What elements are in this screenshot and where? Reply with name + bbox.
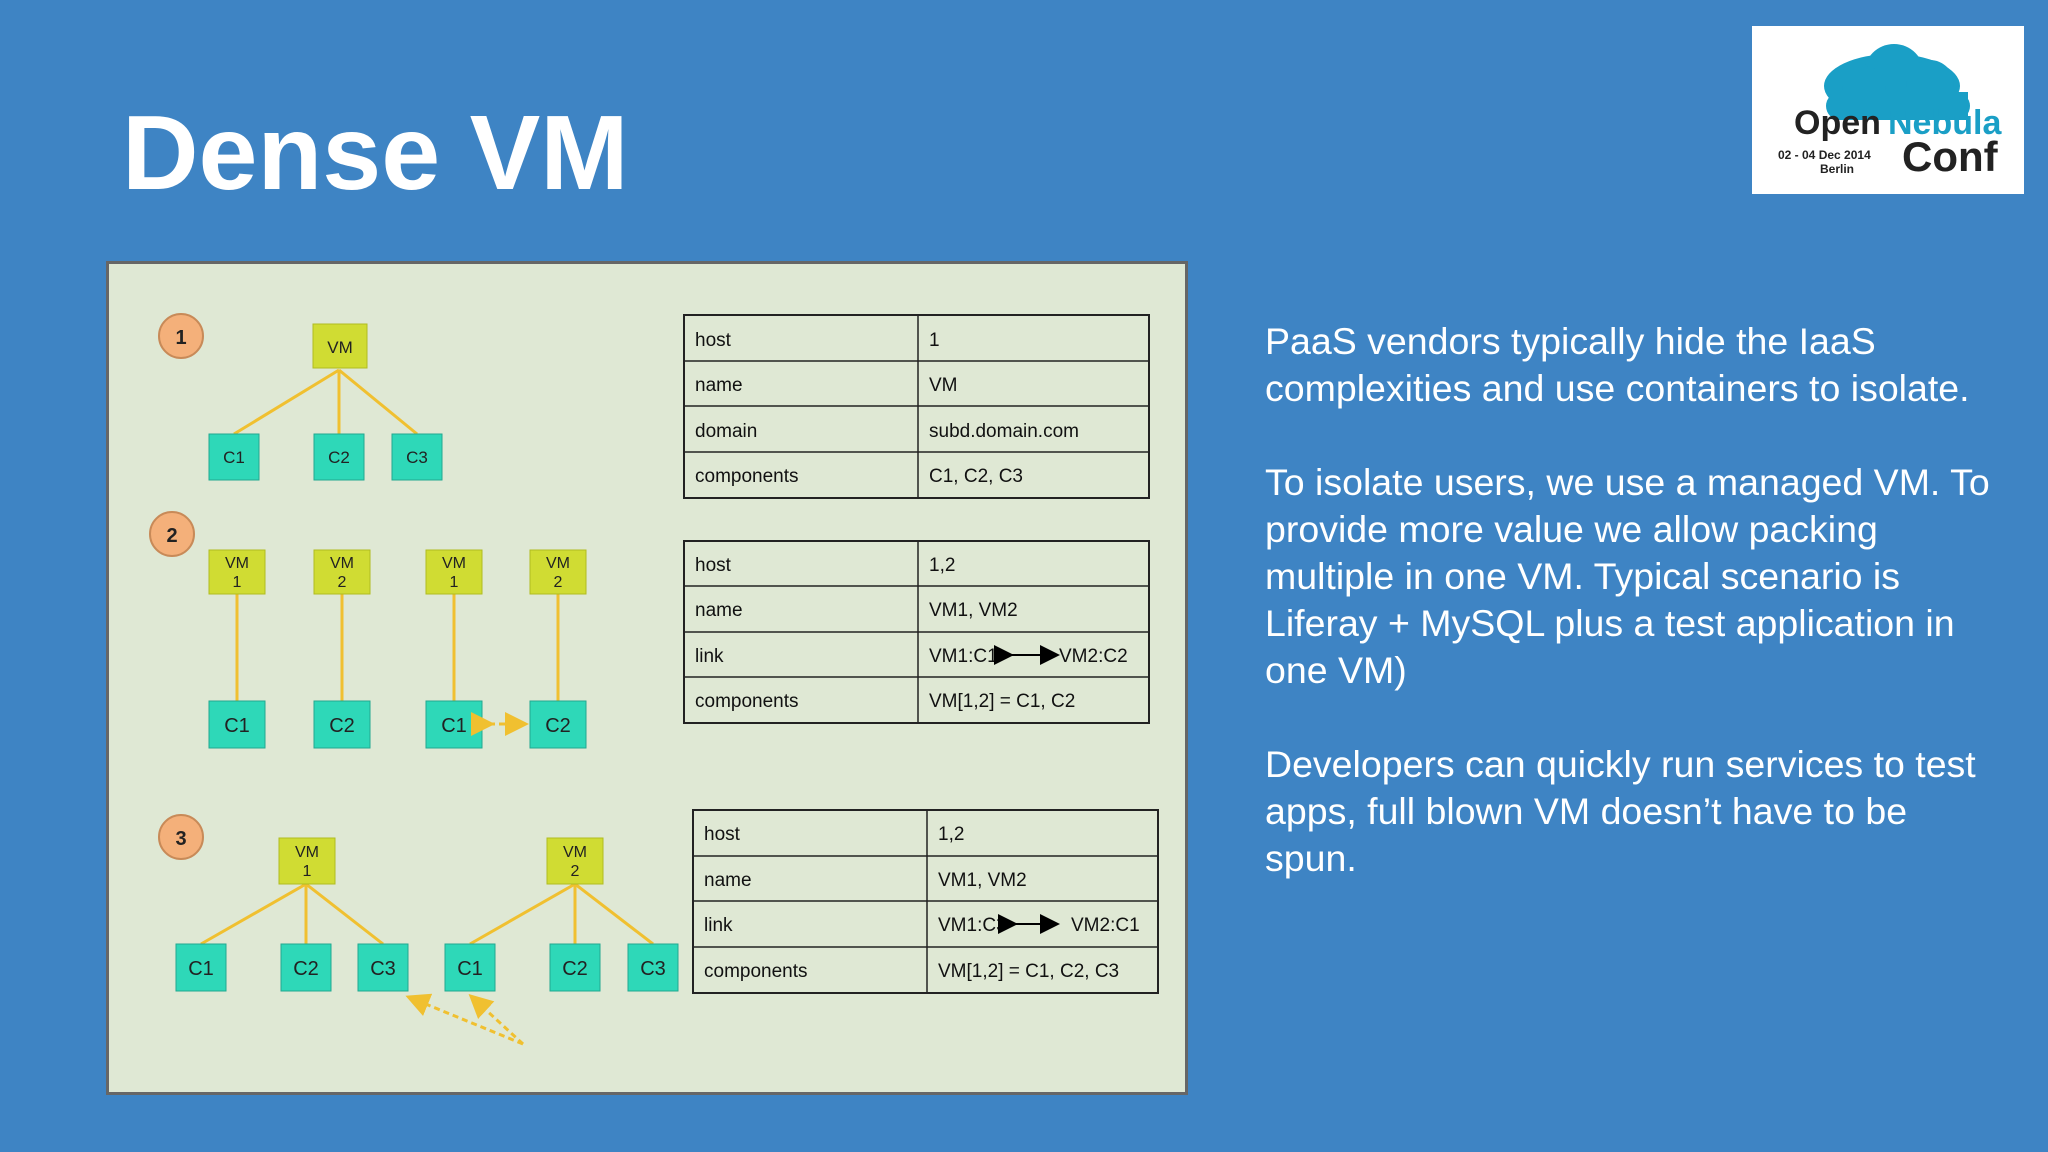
vm-node-label: VM [563, 844, 587, 861]
vm-node-label: VM [330, 555, 354, 572]
logo-word-open: Open [1794, 104, 1881, 142]
container-node [391, 433, 443, 481]
vm-node [208, 549, 266, 595]
properties-table-1: host 1 name VM domain subd.domain.com co… [683, 314, 1150, 499]
vm-node-label: VM [327, 338, 353, 357]
badge-circle [158, 814, 204, 860]
properties-table-2: host 1,2 name VM1, VM2 link VM1:C1 VM2:C… [683, 540, 1150, 724]
table-value: 1,2 [929, 555, 955, 576]
slide-body-text: PaaS vendors typically hide the IaaS com… [1265, 318, 2005, 929]
container-node [208, 700, 266, 749]
container-node [313, 700, 371, 749]
scenario-2: 2 VM 1 VM 2 VM 1 VM 2 C1 C2 C1 [149, 511, 1150, 749]
vm-node-label: VM [225, 555, 249, 572]
vm-node [312, 323, 368, 369]
scenario-1: 1 VM C1 C2 C3 host 1 name [158, 313, 1150, 499]
vm-node-label: VM [546, 555, 570, 572]
table-value: VM[1,2] = C1, C2, C3 [938, 961, 1119, 982]
table-key: components [695, 691, 799, 712]
table-value-link-to: VM2:C1 [1071, 915, 1140, 936]
container-node [549, 943, 601, 992]
vm-node-label: VM [295, 844, 319, 861]
vm-node-index: 2 [554, 574, 563, 591]
container-node [444, 943, 496, 992]
table-value: C1, C2, C3 [929, 466, 1023, 487]
properties-table-3: host 1,2 name VM1, VM2 link VM1:C3 VM2:C… [692, 809, 1159, 994]
vm-node-index: 2 [571, 863, 580, 880]
container-label: C2 [562, 958, 588, 980]
table-value: subd.domain.com [929, 421, 1079, 442]
table-key: host [695, 330, 732, 351]
table-key: name [695, 600, 743, 621]
vm-node-label: VM [442, 555, 466, 572]
vm-node [425, 549, 483, 595]
container-label: C2 [545, 715, 571, 737]
vm-node [546, 837, 604, 885]
paragraph-isolation: To isolate users, we use a managed VM. T… [1265, 461, 1990, 691]
vm-node-index: 1 [233, 574, 242, 591]
container-label: C3 [370, 958, 396, 980]
slide-title: Dense VM [122, 94, 629, 212]
cloud-icon [1824, 44, 1970, 120]
container-node [175, 943, 227, 992]
table-key: name [704, 870, 752, 891]
container-label: C1 [441, 715, 467, 737]
vm-node [313, 549, 371, 595]
vm-node [529, 549, 587, 595]
dense-vm-diagram: 1 VM C1 C2 C3 host 1 name [149, 313, 1159, 1046]
scenario-3: 3 VM 1 VM 2 C1 C2 C3 C1 C2 C3 [158, 809, 1159, 1046]
table-value: VM [929, 375, 958, 396]
container-node [208, 433, 260, 481]
table-key: components [695, 466, 799, 487]
badge-circle [149, 511, 195, 557]
link-arrow [468, 993, 525, 1046]
table-value: 1 [929, 330, 940, 351]
container-node [627, 943, 679, 992]
container-label: C2 [328, 448, 350, 467]
vm-node-index: 1 [450, 574, 459, 591]
scenario-badge-2: 2 [166, 525, 177, 547]
table-value: VM1, VM2 [938, 870, 1027, 891]
container-label: C2 [293, 958, 319, 980]
container-label: C1 [223, 448, 245, 467]
table-value-link-to: VM2:C2 [1059, 646, 1128, 667]
vm-node-index: 2 [338, 574, 347, 591]
container-label: C3 [640, 958, 666, 980]
table-key: host [695, 555, 732, 576]
table-key: name [695, 375, 743, 396]
badge-circle [158, 313, 204, 359]
logo-dates: 02 - 04 Dec 2014 [1778, 148, 1871, 162]
table-value-link-from: VM1:C3 [938, 915, 1007, 936]
container-label: C1 [457, 958, 483, 980]
container-label: C1 [188, 958, 214, 980]
table-value-link-from: VM1:C1 [929, 646, 998, 667]
opennebula-conf-logo: Open Nebula 02 - 04 Dec 2014 Berlin Conf [1752, 26, 2024, 194]
table-key: components [704, 961, 808, 982]
vm-node-index: 1 [303, 863, 312, 880]
table-key: host [704, 824, 741, 845]
table-value: VM[1,2] = C1, C2 [929, 691, 1075, 712]
logo-city: Berlin [1820, 162, 1854, 176]
link-arrow [405, 993, 524, 1046]
scenario-badge-1: 1 [175, 327, 186, 349]
table-key: link [695, 646, 724, 667]
container-node [313, 433, 365, 481]
table-key: domain [695, 421, 757, 442]
logo-word-conf: Conf [1902, 133, 1999, 180]
scenario-badge-3: 3 [175, 828, 186, 850]
diagram-panel: 1 VM C1 C2 C3 host 1 name [106, 261, 1188, 1095]
container-label: C2 [329, 715, 355, 737]
paragraph-developers: Developers can quickly run services to t… [1265, 743, 1976, 879]
container-label: C3 [406, 448, 428, 467]
container-node [529, 700, 587, 749]
container-node [280, 943, 332, 992]
paragraph-paas: PaaS vendors typically hide the IaaS com… [1265, 320, 1970, 409]
logo-word-nebula: Nebula [1888, 104, 2002, 142]
container-label: C1 [224, 715, 250, 737]
container-node [357, 943, 409, 992]
vm-node [278, 837, 336, 885]
table-value: 1,2 [938, 824, 964, 845]
table-key: link [704, 915, 733, 936]
table-value: VM1, VM2 [929, 600, 1018, 621]
